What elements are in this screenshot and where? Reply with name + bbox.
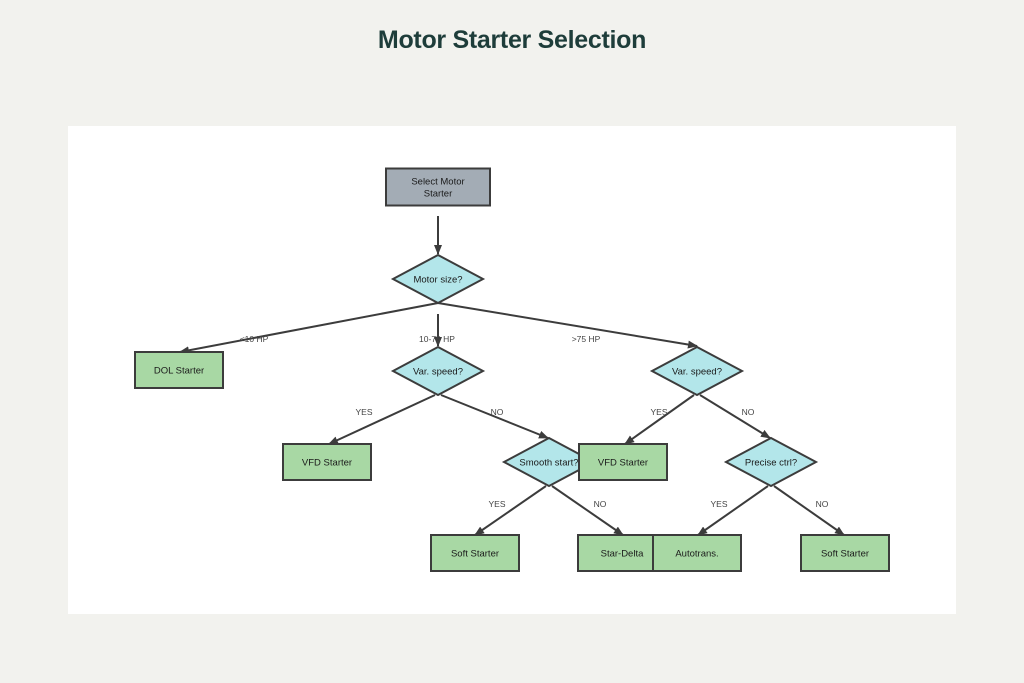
outcome-box [134, 351, 224, 389]
edge-label-smooth-no: NO [594, 499, 607, 509]
node-var-speed-large: Var. speed? [649, 345, 745, 397]
edge-label-large-no: NO [742, 407, 755, 417]
outcome-box [578, 443, 668, 481]
node-precise-ctrl: Precise ctrl? [723, 436, 819, 488]
node-var-speed-mid: Var. speed? [390, 345, 486, 397]
edge-precise-yes [697, 485, 769, 536]
node-label: Soft Starter [821, 549, 869, 560]
node-label: Precise ctrl? [745, 458, 797, 469]
edge-size-to-large [437, 302, 698, 349]
edge-mid-no [440, 394, 549, 439]
edge-large-no [699, 394, 771, 439]
node-star-delta: Star-Delta [577, 534, 667, 572]
outcome-box [652, 534, 742, 572]
edge-large-yes [624, 394, 695, 445]
node-label: Select Motor [411, 177, 464, 188]
node-label: Star-Delta [601, 549, 644, 560]
edge-label-mid-no: NO [491, 407, 504, 417]
edge-label-size-to-dol: <10 HP [240, 334, 269, 344]
node-label: Soft Starter [451, 549, 499, 560]
node-label: Starter [424, 189, 453, 200]
edge-label-size-to-large: >75 HP [572, 334, 601, 344]
outcome-box [282, 443, 372, 481]
edge-label-precise-yes: YES [710, 499, 727, 509]
node-dol: DOL Starter [134, 351, 224, 389]
node-soft-large: Soft Starter [800, 534, 890, 572]
node-label: Var. speed? [672, 367, 722, 378]
node-label: DOL Starter [154, 366, 204, 377]
edge-label-mid-yes: YES [355, 407, 372, 417]
node-label: VFD Starter [302, 458, 352, 469]
outcome-box [430, 534, 520, 572]
node-motor-size: Motor size? [390, 253, 486, 305]
edge-label-large-yes: YES [650, 407, 667, 417]
edge-label-precise-no: NO [816, 499, 829, 509]
decision-diamond [723, 436, 819, 488]
start-box [385, 167, 491, 207]
outcome-box [577, 534, 667, 572]
decision-diamond [390, 253, 486, 305]
node-vfd-mid: VFD Starter [282, 443, 372, 481]
node-label: Smooth start? [519, 458, 578, 469]
node-autotrans: Autotrans. [652, 534, 742, 572]
node-soft-mid: Soft Starter [430, 534, 520, 572]
decision-diamond [649, 345, 745, 397]
edge-smooth-yes [474, 485, 547, 536]
edge-precise-no [773, 485, 845, 536]
edge-label-size-to-mid: 10-75 HP [419, 334, 455, 344]
edge-mid-yes [328, 394, 436, 445]
decision-diamond [390, 345, 486, 397]
edge-smooth-no [551, 485, 624, 536]
node-label: Autotrans. [675, 549, 718, 560]
node-label: VFD Starter [598, 458, 648, 469]
edge-size-to-dol [179, 302, 439, 355]
page-title: Motor Starter Selection [377, 26, 647, 54]
node-label: Motor size? [413, 275, 462, 286]
edge-label-smooth-yes: YES [488, 499, 505, 509]
node-vfd-large: VFD Starter [578, 443, 668, 481]
node-label: Var. speed? [413, 367, 463, 378]
outcome-box [800, 534, 890, 572]
